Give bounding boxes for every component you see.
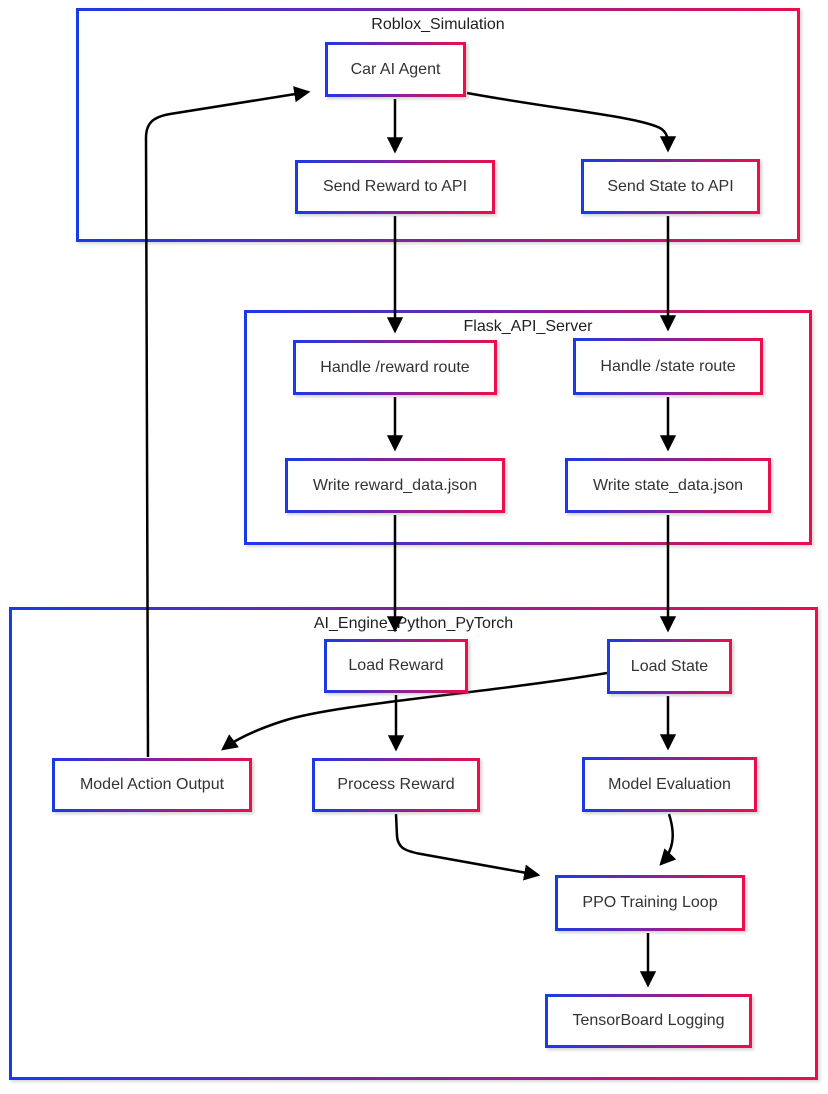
- node-load-reward: Load Reward: [324, 639, 468, 693]
- cluster-title-roblox: Roblox_Simulation: [371, 16, 505, 33]
- node-model-evaluation: Model Evaluation: [582, 757, 757, 812]
- node-send-state-to-api: Send State to API: [581, 159, 760, 214]
- node-label: Send Reward to API: [322, 178, 468, 195]
- node-model-action-output: Model Action Output: [52, 758, 252, 812]
- node-load-state: Load State: [607, 639, 732, 694]
- node-label: Handle /state route: [600, 357, 736, 375]
- node-label: Handle /reward route: [320, 358, 470, 376]
- node-write-state-data-json: Write state_data.json: [565, 458, 771, 513]
- node-label: Write state_data.json: [592, 476, 743, 494]
- node-label: Car AI Agent: [350, 60, 441, 78]
- node-label: TensorBoard Logging: [572, 1012, 725, 1029]
- node-label: Send State to API: [607, 177, 734, 195]
- node-tensorboard-logging: TensorBoard Logging: [545, 994, 752, 1048]
- cluster-title-ai-engine: AI_Engine_Python_PyTorch: [313, 615, 514, 632]
- node-process-reward: Process Reward: [312, 758, 480, 812]
- node-label: Load State: [630, 657, 709, 675]
- node-send-reward-to-api: Send Reward to API: [295, 160, 495, 214]
- node-ppo-training-loop: PPO Training Loop: [555, 875, 745, 931]
- node-label: Model Evaluation: [608, 775, 731, 793]
- node-label: PPO Training Loop: [582, 894, 718, 911]
- node-label: Model Action Output: [79, 776, 225, 793]
- node-car-ai-agent: Car AI Agent: [325, 42, 466, 97]
- node-handle-reward-route: Handle /reward route: [293, 340, 497, 395]
- node-write-reward-data-json: Write reward_data.json: [285, 458, 505, 513]
- node-label: Process Reward: [337, 776, 455, 793]
- node-label: Write reward_data.json: [312, 476, 478, 494]
- node-label: Load Reward: [348, 657, 444, 674]
- node-handle-state-route: Handle /state route: [573, 338, 763, 395]
- cluster-title-flask: Flask_API_Server: [463, 318, 593, 335]
